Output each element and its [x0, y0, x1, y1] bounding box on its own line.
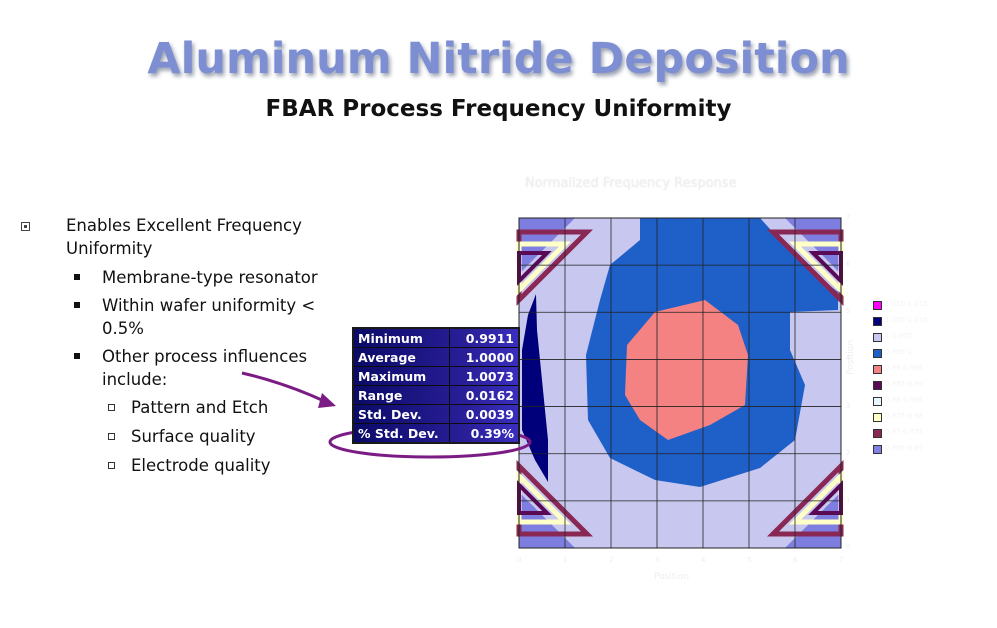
stat-value: 0.39%	[449, 423, 520, 444]
x-tick-label: 3	[655, 556, 660, 564]
callout-arrow	[241, 371, 325, 403]
table-row: Std. Dev.0.0039	[352, 404, 520, 424]
stat-value: 0.0039	[449, 404, 520, 424]
box-bullet-icon	[21, 222, 30, 231]
bullet-text: Other process influences include:	[102, 347, 308, 389]
corner-rings-bottom-left	[516, 459, 594, 548]
stat-label: Std. Dev.	[352, 404, 450, 424]
stat-label: Minimum	[352, 327, 450, 348]
stat-value: 0.9911	[449, 327, 520, 348]
bullet-item: Within wafer uniformity < 0.5%	[18, 294, 338, 340]
stat-value: 1.0000	[449, 347, 520, 367]
legend-label: 0.975-0.98	[885, 412, 924, 420]
y-tick-label: 1	[846, 495, 851, 504]
stat-label: Average	[352, 347, 450, 367]
square-bullet-icon	[74, 302, 80, 308]
legend-label: 1.010-1.015	[885, 300, 928, 308]
y-tick-label: 6	[846, 260, 851, 269]
slide-subtitle: FBAR Process Frequency Uniformity	[265, 96, 732, 122]
stat-value: 0.0162	[449, 385, 520, 405]
table-row: % Std. Dev.0.39%	[352, 423, 520, 444]
legend-item: 0.965-0.97	[873, 444, 935, 456]
stat-label: % Std. Dev.	[352, 423, 450, 444]
hollow-square-bullet-icon	[108, 433, 115, 440]
legend-swatch	[873, 397, 882, 406]
bullet-text: Membrane-type resonator	[102, 268, 318, 287]
y-tick-label: 0	[846, 543, 851, 551]
legend-item: 0.98-0.985	[873, 396, 935, 408]
legend-item: 0.995-1	[873, 348, 935, 360]
hollow-square-bullet-icon	[108, 404, 115, 411]
legend-item: 1-1.005	[873, 332, 935, 344]
legend-swatch	[873, 317, 882, 326]
stat-label: Maximum	[352, 366, 450, 386]
legend-label: 0.985-0.99	[885, 380, 924, 388]
x-axis-label: Position	[654, 572, 690, 582]
gridlines	[519, 218, 841, 548]
y-tick-label: 5	[846, 307, 851, 316]
x-tick-label: 1	[563, 556, 568, 564]
x-tick-label: 7	[839, 556, 844, 564]
contour-plot	[516, 217, 844, 549]
legend-item: 0.975-0.98	[873, 412, 935, 424]
bullet-item: Surface quality	[18, 425, 338, 448]
x-tick-label: 4	[701, 556, 706, 564]
y-tick-label: 7	[846, 213, 851, 221]
contour-region-center	[625, 300, 748, 440]
bullet-text: Electrode quality	[131, 456, 271, 475]
bullet-list: Enables Excellent Frequency Uniformity M…	[18, 214, 338, 483]
y-tick-label: 3	[846, 401, 851, 410]
legend-item: 0.99-0.995	[873, 364, 935, 376]
legend-label: 0.98-0.985	[885, 396, 924, 404]
bullet-text: Enables Excellent Frequency Uniformity	[66, 216, 302, 258]
y-tick-label: 4	[846, 354, 851, 363]
x-tick-label: 0	[517, 556, 522, 564]
legend-item: 0.97-0.975	[873, 428, 935, 440]
callout-arrowhead	[318, 393, 336, 408]
legend-swatch	[873, 445, 882, 454]
legend-swatch	[873, 413, 882, 422]
legend-swatch	[873, 429, 882, 438]
legend-item: 0.985-0.99	[873, 380, 935, 392]
x-tick-label: 5	[747, 556, 752, 564]
x-tick-label: 6	[793, 556, 798, 564]
legend-swatch	[873, 349, 882, 358]
legend-item: 1.010-1.015	[873, 300, 935, 312]
hollow-square-bullet-icon	[108, 462, 115, 469]
bullet-item: Pattern and Etch	[18, 396, 338, 419]
legend-label: 1.005-1.010	[885, 316, 928, 324]
slide-title: Aluminum Nitride Deposition	[147, 34, 850, 84]
contour-region-edge	[522, 294, 548, 482]
stat-value: 1.0073	[449, 366, 520, 386]
y-tick-label: 2	[846, 448, 851, 457]
legend-swatch	[873, 381, 882, 390]
legend-label: 0.99-0.995	[885, 364, 924, 372]
legend-label: 0.995-1	[885, 348, 913, 356]
bullet-text: Pattern and Etch	[131, 398, 269, 417]
bullet-item: Electrode quality	[18, 454, 338, 477]
square-bullet-icon	[74, 353, 80, 359]
legend-swatch	[873, 365, 882, 374]
legend-item: 1.005-1.010	[873, 316, 935, 328]
bullet-item: Other process influences include:	[18, 345, 338, 391]
legend-label: 0.965-0.97	[885, 444, 924, 452]
bullet-text: Surface quality	[131, 427, 256, 446]
legend-label: 0.97-0.975	[885, 428, 924, 436]
legend-swatch	[873, 333, 882, 342]
bullet-item: Membrane-type resonator	[18, 266, 338, 289]
chart-title: Normalized Frequency Response	[525, 176, 737, 191]
bullet-text: Within wafer uniformity < 0.5%	[102, 296, 316, 338]
legend-label: 1-1.005	[885, 332, 913, 340]
stat-label: Range	[352, 385, 450, 405]
square-bullet-icon	[74, 274, 80, 280]
bullet-item: Enables Excellent Frequency Uniformity	[18, 214, 338, 260]
legend-swatch	[873, 301, 882, 310]
x-tick-label: 2	[609, 556, 614, 564]
